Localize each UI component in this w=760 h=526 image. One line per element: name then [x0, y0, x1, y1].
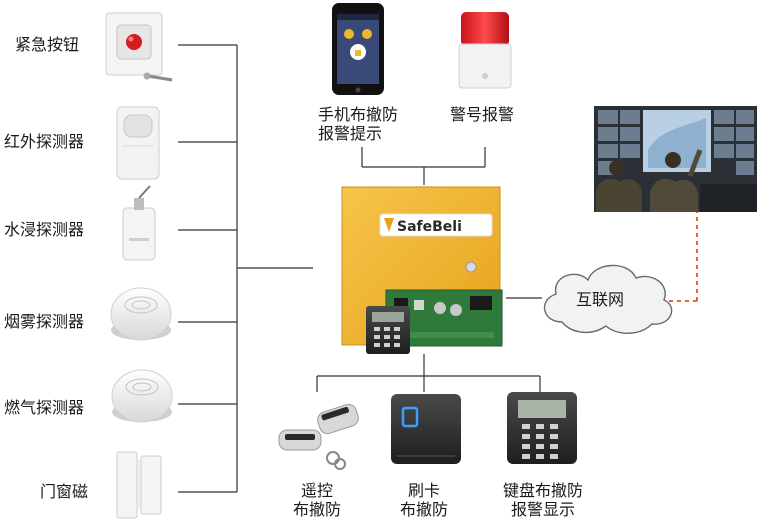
smoke-detector-icon [110, 287, 172, 341]
sensor-label-door-window-magnet: 门窗磁 [40, 482, 89, 501]
sensor-label-panic-button: 紧急按钮 [15, 35, 80, 54]
remote-label-line1: 遥控 [300, 481, 333, 500]
phone-label-line2: 报警提示 [318, 124, 383, 143]
siren-icon [458, 12, 512, 89]
gas-detector-icon [111, 369, 173, 423]
alarm-control-panel-icon: SafeBeli [341, 186, 503, 354]
card-label-line1: 刷卡 [407, 481, 440, 500]
sensor-label-water-leak-detector: 水浸探测器 [4, 220, 85, 239]
internet-label: 互联网 [576, 290, 625, 309]
dashed-link [669, 212, 698, 302]
keypad-label-line1: 键盘布撤防 [502, 481, 583, 500]
panel-brand-text: SafeBeli [397, 219, 462, 235]
card-reader-icon [391, 394, 461, 464]
pir-detector-icon [116, 106, 160, 180]
keypad-icon [507, 392, 577, 464]
keypad-label-line2: 报警显示 [510, 500, 575, 519]
water-leak-detector-icon [122, 185, 156, 261]
card-label-line2: 布撤防 [399, 500, 448, 519]
panic-button-icon [105, 12, 173, 82]
sensor-label-pir-detector: 红外探测器 [4, 132, 85, 151]
phone-label-line1: 手机布撤防 [318, 105, 399, 124]
sensor-label-smoke-detector: 烟雾探测器 [4, 312, 85, 331]
sensor-label-gas-detector: 燃气探测器 [4, 398, 85, 417]
cloud-icon [544, 264, 673, 334]
connection-lines [178, 44, 542, 493]
siren-label: 警号报警 [450, 105, 515, 124]
remote-label-line2: 布撤防 [292, 500, 341, 519]
remote-keyfob-icon [278, 403, 359, 470]
smartphone-icon [332, 3, 384, 95]
monitoring-center-photo-icon [594, 106, 757, 212]
door-window-magnet-icon [116, 451, 162, 519]
